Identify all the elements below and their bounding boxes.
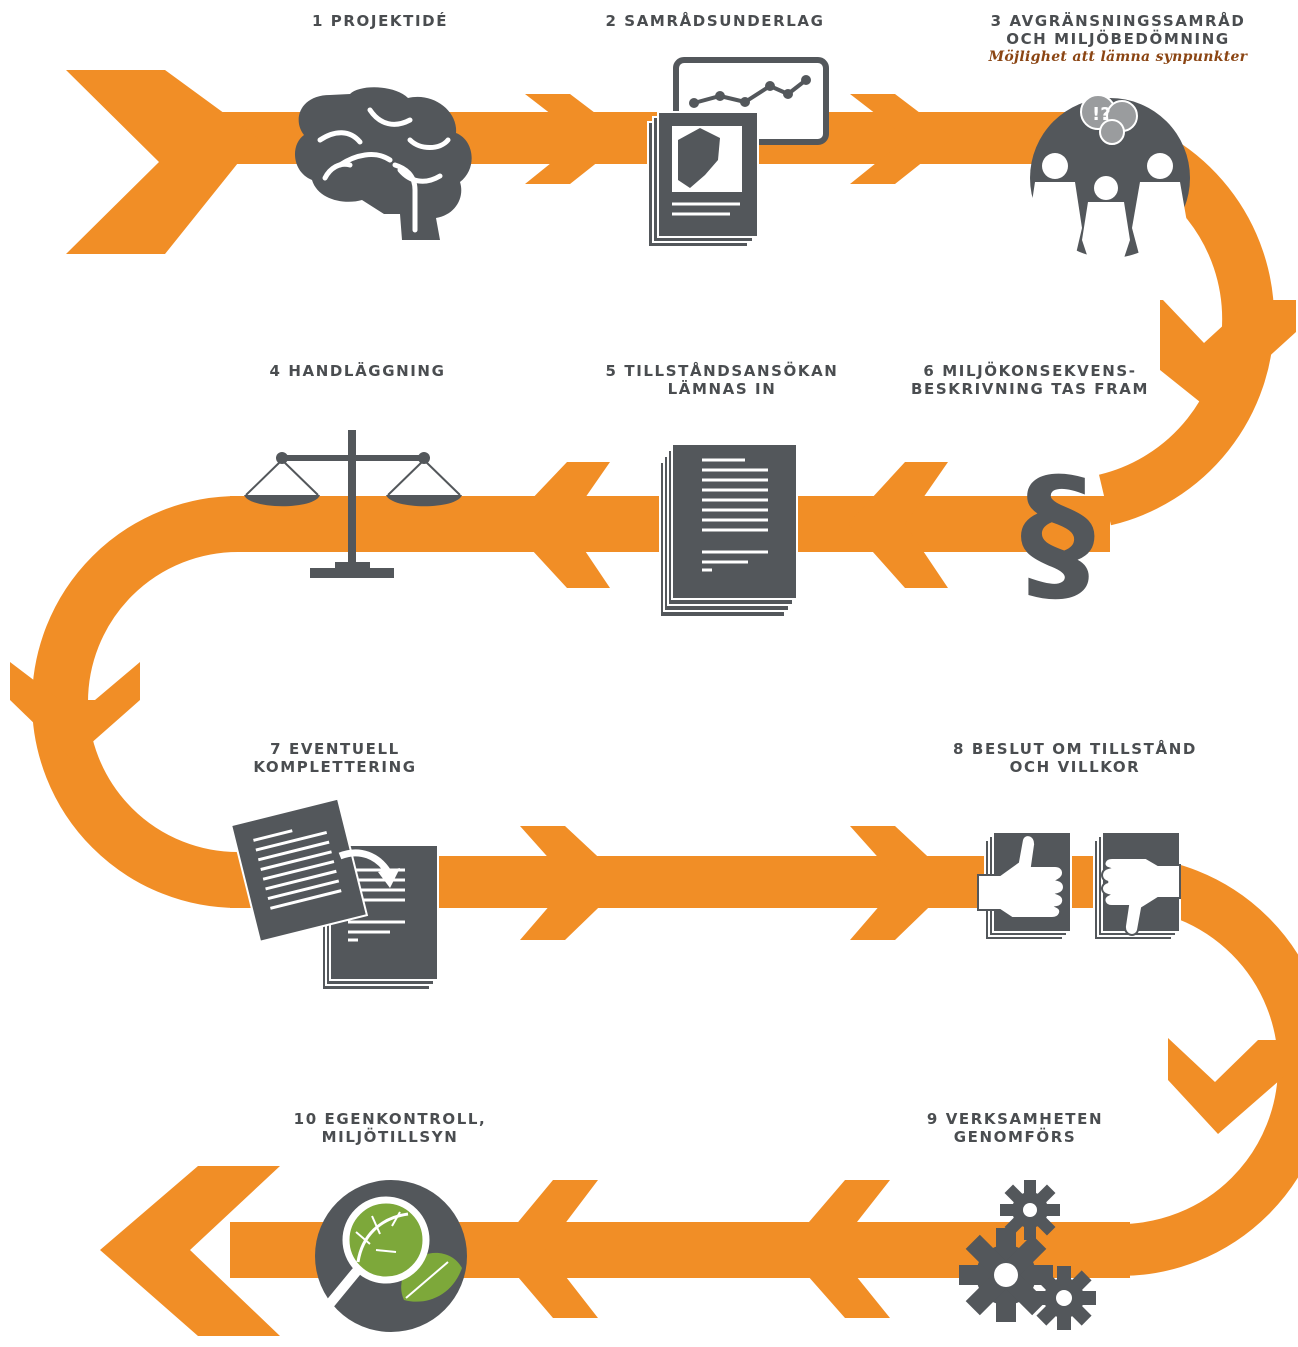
step-3-line-1: 3 AVGRÄNSNINGSSAMRÅD [990, 12, 1246, 30]
step-7-label: 7 EVENTUELL KOMPLETTERING [225, 740, 445, 776]
step-8-line-1: 8 BESLUT OM TILLSTÅND [953, 740, 1197, 758]
step-10-line-1: 10 EGENKONTROLL, [293, 1110, 487, 1128]
step-4-line-1: 4 HANDLÄGGNING [269, 362, 446, 380]
step-10-line-2: MILJÖTILLSYN [321, 1128, 459, 1146]
people-discussion-icon: !? [1028, 94, 1190, 258]
chevrons [10, 70, 1296, 1336]
gears-icon [959, 1180, 1096, 1330]
brain-icon [294, 87, 472, 240]
step-5-line-2: LÄMNAS IN [667, 380, 777, 398]
step-3-note: Möjlighet att lämna synpunkter [988, 49, 1248, 65]
chevron-end [100, 1166, 280, 1336]
step-7-line-1: 7 EVENTUELL [270, 740, 400, 758]
step-6-line-2: BESKRIVNING TAS FRAM [910, 380, 1150, 398]
step-6-label: 6 MILJÖKONSEKVENS- BESKRIVNING TAS FRAM [880, 362, 1180, 398]
chevron-row3-b [850, 826, 955, 940]
step-8-line-2: OCH VILLKOR [1009, 758, 1141, 776]
svg-text:§: § [1020, 447, 1095, 621]
chevron-start [66, 70, 258, 254]
step-5-label: 5 TILLSTÅNDSANSÖKAN LÄMNAS IN [582, 362, 862, 398]
path-curve-right-2 [1119, 856, 1298, 1276]
step-1-label: 1 PROJEKTIDÉ [290, 12, 470, 30]
svg-text:!?: !? [1092, 104, 1111, 125]
chevron-curve-left [10, 662, 140, 760]
document-supplement-icon [229, 797, 439, 991]
document-stack-icon [659, 443, 798, 618]
step-9-line-2: GENOMFÖRS [953, 1128, 1077, 1146]
step-1-line-1: 1 PROJEKTIDÉ [311, 12, 449, 30]
chevron-row1-b [850, 94, 953, 184]
magnifier-leaf-icon [315, 1180, 467, 1332]
chevron-row4-b [495, 1180, 598, 1318]
step-7-line-2: KOMPLETTERING [253, 758, 417, 776]
step-4-label: 4 HANDLÄGGNING [250, 362, 465, 380]
chevron-curve-right-1 [1160, 300, 1296, 410]
step-8-label: 8 BESLUT OM TILLSTÅND OCH VILLKOR [930, 740, 1220, 776]
thumbs-up-down-icon [977, 831, 1181, 941]
chevron-curve-right-2 [1168, 1038, 1296, 1134]
step-5-line-1: 5 TILLSTÅNDSANSÖKAN [605, 362, 839, 380]
step-2-label: 2 SAMRÅDSUNDERLAG [580, 12, 850, 30]
step-3-label: 3 AVGRÄNSNINGSSAMRÅD OCH MILJÖBEDÖMNING … [958, 12, 1278, 66]
chevron-row3-a [520, 826, 625, 940]
chevron-row1-a [525, 94, 628, 184]
chevron-row2-b [508, 462, 610, 588]
presentation-documents-icon [647, 57, 829, 248]
step-10-label: 10 EGENKONTROLL, MILJÖTILLSYN [265, 1110, 515, 1146]
scales-icon [244, 430, 462, 578]
step-3-line-2: OCH MILJÖBEDÖMNING [1006, 30, 1230, 48]
step-9-label: 9 VERKSAMHETEN GENOMFÖRS [900, 1110, 1130, 1146]
step-6-line-1: 6 MILJÖKONSEKVENS- [923, 362, 1137, 380]
paragraph-icon: § [1020, 447, 1095, 621]
step-2-line-1: 2 SAMRÅDSUNDERLAG [605, 12, 825, 30]
chevron-row2-a [848, 462, 948, 588]
orange-path [32, 112, 1298, 1278]
step-9-line-1: 9 VERKSAMHETEN [926, 1110, 1104, 1128]
chevron-row4-a [785, 1180, 890, 1318]
